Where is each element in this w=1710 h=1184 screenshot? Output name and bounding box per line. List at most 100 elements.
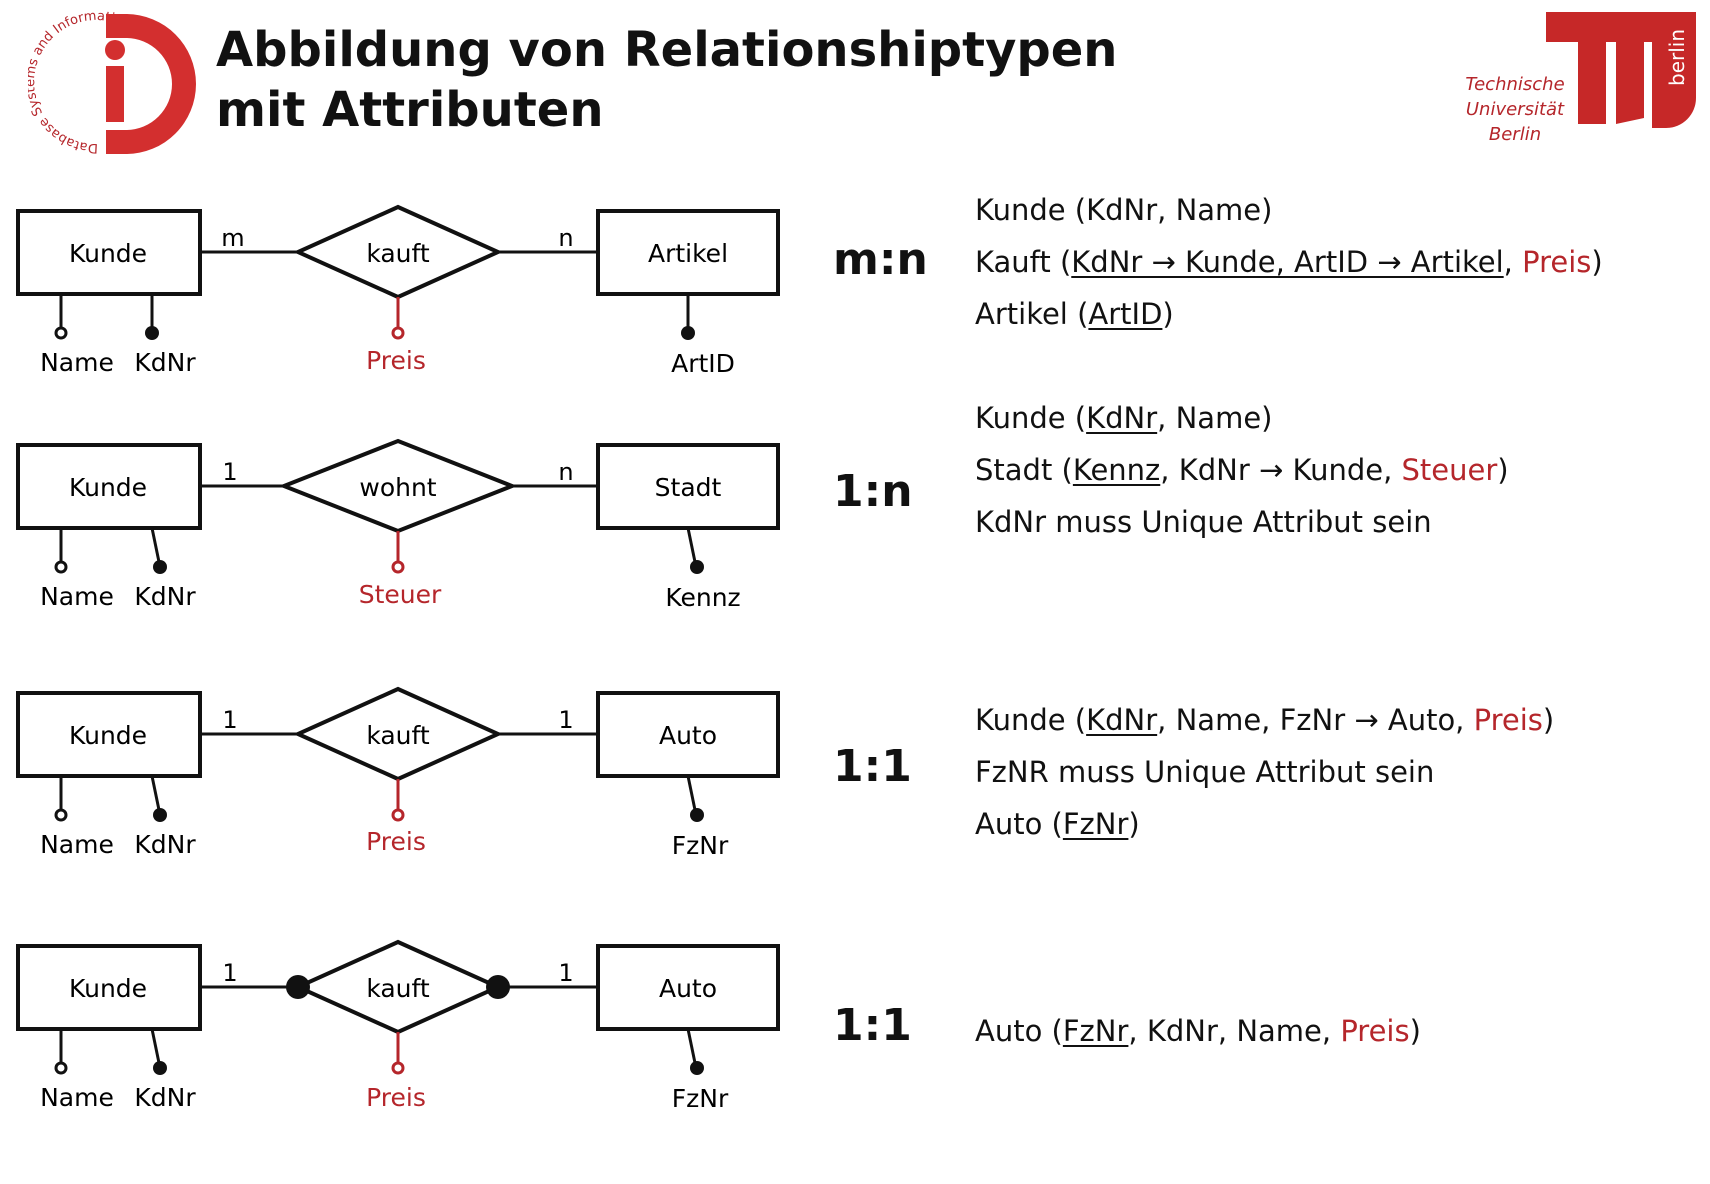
entity-box-right <box>596 944 780 1031</box>
relationship-label: kauft <box>366 974 430 1003</box>
key-circle-kdnr <box>145 326 159 340</box>
attr-label-name: Name <box>40 830 114 859</box>
logo-side-text: berlin <box>1665 29 1689 86</box>
key-circle-kdnr <box>153 808 167 822</box>
entity-box-left <box>16 691 202 778</box>
tu-line-2: Universität <box>1465 99 1565 120</box>
attr-label-kdnr: KdNr <box>134 830 196 859</box>
cardinality-left: m <box>221 224 244 252</box>
er-diagram-2: Kunde Stadt wohnt 1 n Name KdNr Steuer K… <box>16 438 780 612</box>
schema-line: Stadt (Kennz, KdNr → Kunde, Steuer) <box>975 453 1509 487</box>
page-title: Abbildung von Relationshiptypen mit Attr… <box>216 20 1117 140</box>
attr-circle-rel <box>391 1061 405 1075</box>
cardinality-left: 1 <box>222 959 237 987</box>
entity-right-label: Auto <box>659 974 717 1003</box>
attr-line-key-right <box>686 1028 697 1064</box>
cardinality-right: 1 <box>558 959 573 987</box>
tu-wordmark: Technische Universität Berlin <box>1460 72 1570 147</box>
cardinality-left: 1 <box>222 458 237 486</box>
key-circle-right <box>681 326 695 340</box>
relationship-label: wohnt <box>359 473 436 502</box>
key-circle-kdnr <box>153 1061 167 1075</box>
key-circle-right <box>690 1061 704 1075</box>
attr-line-kdnr <box>150 1028 161 1064</box>
attr-label-name: Name <box>40 1083 114 1112</box>
entity-box-left <box>16 443 202 530</box>
attr-circle-rel <box>391 808 405 822</box>
er-diagrams: Kunde Artikel kauft m n Name KdNr Preis … <box>16 204 780 1113</box>
attr-label-right: FzNr <box>672 1084 729 1113</box>
ratio-label-4: 1:1 <box>833 1000 912 1051</box>
er-diagram-4: Kunde Auto kauft 1 1 Name KdNr Preis FzN… <box>16 939 780 1113</box>
attr-circle-rel <box>391 560 405 574</box>
attr-label-right: Kennz <box>665 583 740 612</box>
entity-left-label: Kunde <box>69 721 147 750</box>
cardinality-right: n <box>558 458 573 486</box>
schema-block-2: Kunde (KdNr, Name) Stadt (Kennz, KdNr → … <box>975 400 1509 540</box>
attr-label-rel: Steuer <box>359 580 442 609</box>
attr-label-right: FzNr <box>672 831 729 860</box>
schema-block-3: Kunde (KdNr, Name, FzNr → Auto, Preis) F… <box>975 702 1554 842</box>
logo-u-left <box>1616 42 1644 124</box>
attr-circle-name <box>54 326 68 340</box>
ratio-label-1: m:n <box>833 234 928 285</box>
tu-berlin-logo: berlin <box>1546 12 1696 128</box>
functional-dot-left <box>286 975 310 999</box>
logo-i-dot <box>105 40 125 60</box>
attr-line-key-right <box>686 527 697 563</box>
logo-i-stem <box>106 66 124 122</box>
relationship-label: kauft <box>366 721 430 750</box>
schema-line: Kunde (KdNr, Name) <box>975 401 1273 435</box>
key-circle-kdnr <box>153 560 167 574</box>
schema-line: FzNR muss Unique Attribut sein <box>975 755 1435 789</box>
attr-circle-rel <box>391 326 405 340</box>
entity-left-label: Kunde <box>69 473 147 502</box>
attr-label-right: ArtID <box>671 349 735 378</box>
entity-right-label: Artikel <box>648 239 728 268</box>
logo-u-right <box>1652 42 1696 128</box>
relationship-label: kauft <box>366 239 430 268</box>
er-diagram-3: Kunde Auto kauft 1 1 Name KdNr Preis FzN… <box>16 686 780 860</box>
attr-label-kdnr: KdNr <box>134 582 196 611</box>
attr-circle-name <box>54 1061 68 1075</box>
key-circle-right <box>690 560 704 574</box>
er-diagram-1: Kunde Artikel kauft m n Name KdNr Preis … <box>16 204 780 378</box>
entity-box-right <box>596 443 780 530</box>
attr-circle-name <box>54 560 68 574</box>
schema-block-1: Kunde (KdNr, Name) Kauft (KdNr → Kunde, … <box>975 192 1603 332</box>
attr-circle-name <box>54 808 68 822</box>
cardinality-left: 1 <box>222 706 237 734</box>
entity-right-label: Stadt <box>655 473 722 502</box>
schema-block-4: Auto (FzNr, KdNr, Name, Preis) <box>975 1013 1421 1049</box>
entity-box-right <box>596 691 780 778</box>
entity-box-right <box>596 209 780 296</box>
logo-d-shape <box>106 14 196 154</box>
attr-label-rel: Preis <box>366 827 426 856</box>
attr-line-kdnr <box>150 527 161 563</box>
attr-label-name: Name <box>40 348 114 377</box>
schema-line: KdNr muss Unique Attribut sein <box>975 505 1432 539</box>
functional-dot-right <box>486 975 510 999</box>
schema-line: Kunde (KdNr, Name) <box>975 193 1273 227</box>
attr-label-kdnr: KdNr <box>134 1083 196 1112</box>
ratio-label-3: 1:1 <box>833 741 912 792</box>
entity-left-label: Kunde <box>69 239 147 268</box>
logo-t-stem <box>1578 42 1606 124</box>
schema-line: Auto (FzNr) <box>975 807 1140 841</box>
attr-label-name: Name <box>40 582 114 611</box>
attr-label-rel: Preis <box>366 1083 426 1112</box>
title-line-2: mit Attributen <box>216 82 604 138</box>
ratio-label-2: 1:n <box>833 466 913 517</box>
attr-line-kdnr <box>150 775 161 811</box>
attr-label-kdnr: KdNr <box>134 348 196 377</box>
schema-line: Artikel (ArtID) <box>975 297 1174 331</box>
entity-left-label: Kunde <box>69 974 147 1003</box>
tu-line-1: Technische <box>1465 74 1565 95</box>
title-line-1: Abbildung von Relationshiptypen <box>216 22 1118 78</box>
entity-box-left <box>16 944 202 1031</box>
logo-t-bar <box>1546 12 1696 42</box>
tu-line-3: Berlin <box>1488 124 1542 145</box>
schema-line: Auto (FzNr, KdNr, Name, Preis) <box>975 1014 1421 1048</box>
entity-right-label: Auto <box>659 721 717 750</box>
key-circle-right <box>690 808 704 822</box>
